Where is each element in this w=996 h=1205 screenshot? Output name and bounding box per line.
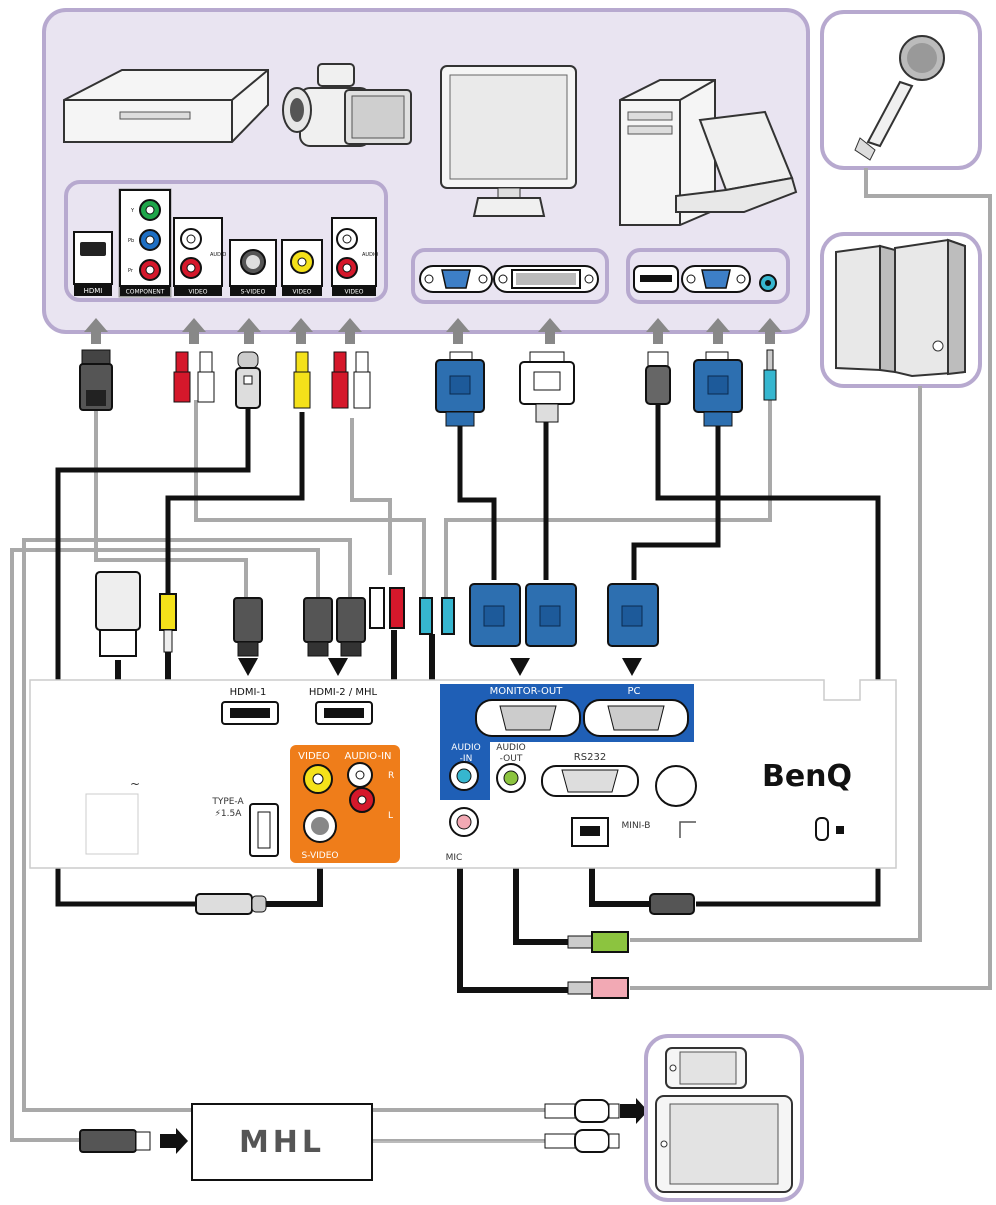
audio-in-label-2: -IN (460, 754, 473, 764)
y-label: Y (130, 208, 135, 214)
pc-usb-port (633, 265, 679, 293)
microphone-icon (854, 35, 945, 161)
bottom-connectors (79, 893, 695, 1154)
type-a-label: TYPE-A (211, 797, 244, 807)
tilde-mark: ~ (130, 777, 140, 791)
brand-logo: BenQ (762, 759, 852, 794)
mhl-logo: MHL (239, 1125, 325, 1160)
computer-icon (619, 79, 798, 226)
component-source-ports: Y Pb Pr COMPONENT (118, 188, 172, 298)
pc-audio-port (759, 274, 777, 292)
hdmi-source-port: HDMI (73, 231, 113, 296)
audio-label-2: AUDIO (362, 252, 378, 258)
usb-type-a-port (249, 803, 279, 857)
video-audio-source-ports-3: AUDIO VIDEO (331, 217, 378, 296)
projector-side-connectors (95, 571, 659, 676)
audio-out-label-2: -OUT (500, 754, 523, 764)
pc-port (583, 699, 689, 737)
video-label: VIDEO (298, 751, 330, 762)
monitor-out-port (475, 699, 581, 737)
input-arrows (84, 318, 782, 344)
speaker-panel (820, 232, 982, 388)
ir-sensor (655, 765, 697, 807)
pb-label: Pb (128, 238, 134, 244)
audio-in-label: AUDIO (451, 743, 480, 753)
mhl-adapter: MHL (191, 1103, 373, 1181)
mini-b-port (571, 817, 609, 847)
audio-out-label: AUDIO (496, 743, 525, 753)
pc-label: PC (627, 686, 640, 697)
black-cables (55, 400, 881, 907)
video-label-1: VIDEO (188, 289, 207, 296)
pc-ports-box (626, 248, 790, 304)
monitor-icon (440, 65, 577, 217)
dvd-player-icon (63, 69, 269, 143)
hdmi-source-label: HDMI (84, 287, 103, 295)
rs232-port (541, 765, 639, 797)
audio-label-1: AUDIO (210, 252, 226, 258)
svideo-label: S-VIDEO (302, 851, 339, 861)
hdmi-2-label: HDMI-2 / MHL (309, 687, 378, 698)
hdmi-2-port (315, 701, 373, 725)
microphone-panel (820, 10, 982, 170)
phone-icon (665, 1047, 747, 1089)
speaker-icon (835, 238, 966, 378)
component-label: COMPONENT (126, 289, 165, 296)
monitor-out-label: MONITOR-OUT (490, 686, 564, 697)
hdmi-1-port (221, 701, 279, 725)
monitor-vga-port (419, 265, 493, 293)
monitor-dvi-port (493, 265, 599, 293)
svideo-source-port: S-VIDEO (229, 239, 277, 296)
kensington-lock-icon (815, 817, 844, 841)
pr-label: Pr (128, 268, 134, 274)
mobile-devices-panel (644, 1034, 804, 1202)
source-devices-panel: HDMI Y Pb Pr COMPONENT AUDIO VIDEO (42, 8, 810, 334)
av-ports-box (64, 180, 388, 302)
projector-body: HDMI-1 HDMI-2 / MHL VIDEO AUDIO-IN R L S… (29, 679, 897, 869)
orange-av-group: VIDEO AUDIO-IN R L S-VIDEO (290, 745, 400, 863)
mini-b-label: MINI-B (622, 821, 651, 831)
top-connectors (79, 349, 777, 427)
r-label: R (388, 771, 394, 781)
blue-port-group: MONITOR-OUT PC AUDIO -IN (440, 684, 694, 800)
pc-vga-port (681, 265, 751, 293)
monitor-ports-box (411, 248, 609, 304)
audio-out-port (496, 763, 526, 793)
video-label-3: VIDEO (344, 289, 363, 296)
camcorder-icon (282, 63, 412, 147)
type-a-current: ⚡1.5A (215, 809, 243, 819)
tablet-icon (655, 1095, 793, 1193)
video-source-port-2: VIDEO (281, 239, 323, 296)
video-audio-source-ports-1: AUDIO VIDEO (173, 217, 226, 296)
mic-port (449, 807, 479, 837)
hdmi-1-label: HDMI-1 (230, 687, 267, 698)
video-label-2: VIDEO (292, 289, 311, 296)
rs232-label: RS232 (574, 752, 606, 763)
mic-label: MIC (446, 853, 463, 863)
l-label: L (388, 811, 393, 821)
svideo-source-label: S-VIDEO (241, 289, 266, 296)
audio-in-rl-label: AUDIO-IN (345, 751, 392, 762)
